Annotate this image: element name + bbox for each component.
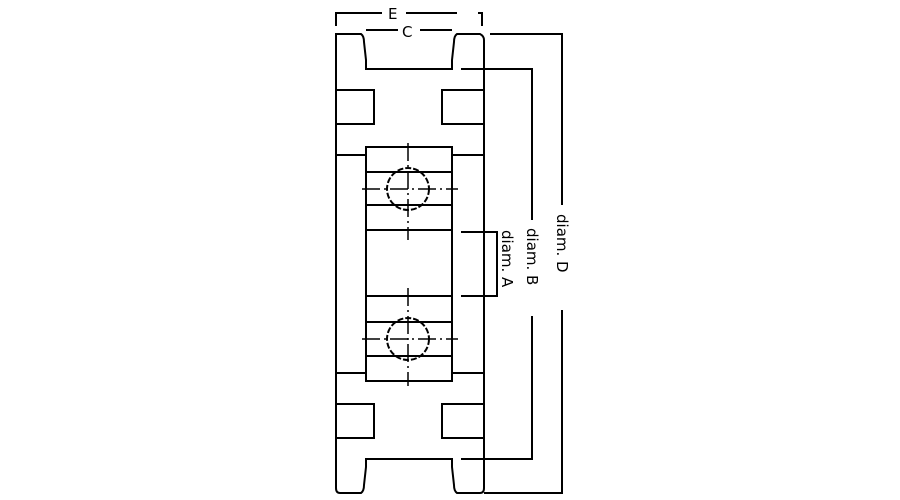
dimension-A-leader: [461, 231, 498, 297]
upper-left-slot: [335, 89, 375, 125]
lower-left-slot: [335, 403, 375, 439]
upper-right-slot: [441, 89, 485, 125]
dimension-C-label: C: [402, 23, 412, 41]
dimension-D-leader: [484, 33, 563, 494]
dimension-A-label: diam. A: [498, 230, 516, 288]
bearing: [362, 143, 458, 386]
bearing-seat-lines: [336, 154, 484, 374]
dimension-E-line: [335, 12, 483, 26]
dimension-B-leader: [461, 68, 533, 460]
dimension-B-label: diam. B: [523, 228, 541, 285]
dimension-E-label: E: [388, 5, 397, 23]
lower-right-slot: [441, 403, 485, 439]
dimension-D-label: diam. D: [553, 214, 571, 273]
wheel-outline: [335, 33, 485, 494]
